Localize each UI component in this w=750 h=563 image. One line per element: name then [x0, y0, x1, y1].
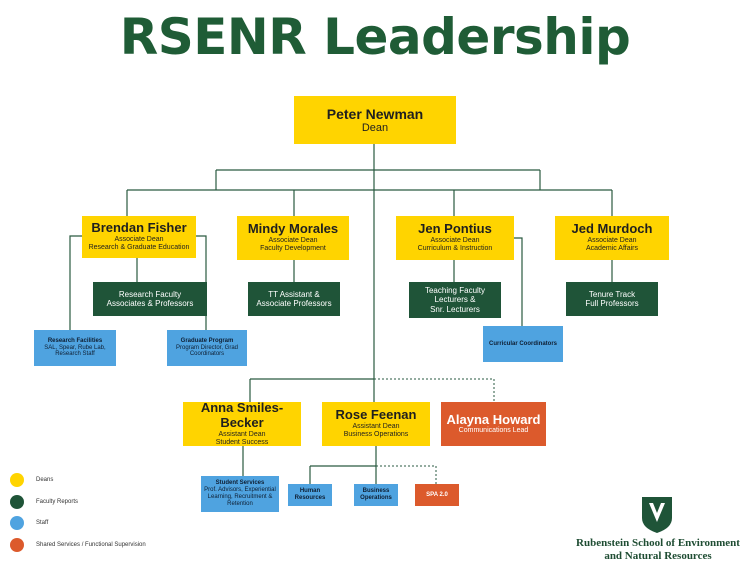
- institution-name: Rubenstein School of Environment and Nat…: [568, 537, 748, 562]
- staff-curricular-coordinators: Curricular Coordinators: [483, 326, 563, 362]
- legend-swatch: [10, 495, 24, 509]
- legend-swatch: [10, 516, 24, 530]
- staff-line: SAL, Spear, Rube Lab,: [44, 344, 106, 351]
- faculty-report-line: Tenure Track: [588, 289, 636, 299]
- faculty-report-line: Research Faculty: [118, 289, 182, 299]
- staff-line: Program Director, Grad: [175, 344, 239, 351]
- faculty-report-research: Research Faculty Associates & Professors: [93, 282, 207, 316]
- faculty-report-line: Full Professors: [585, 299, 639, 308]
- associate-dean-area: Research & Graduate Education: [88, 244, 190, 252]
- institution-line: Rubenstein School of Environment: [576, 537, 740, 549]
- staff-line: Human: [299, 488, 321, 495]
- faculty-report-line: Associates & Professors: [106, 299, 194, 308]
- staff-human-resources: Human Resources: [288, 484, 332, 506]
- associate-dean-title: Associate Dean: [587, 237, 637, 245]
- staff-line: Operations: [360, 495, 392, 501]
- associate-dean-murdoch: Jed Murdoch Associate Dean Academic Affa…: [555, 216, 669, 260]
- staff-line: Coordinators: [189, 351, 225, 358]
- staff-title: Graduate Program: [180, 337, 234, 344]
- associate-dean-name: Brendan Fisher: [91, 220, 187, 236]
- legend-item-faculty: Faculty Reports: [10, 495, 78, 509]
- legend-item-deans: Deans: [10, 473, 53, 487]
- associate-dean-morales: Mindy Morales Associate Dean Faculty Dev…: [237, 216, 349, 260]
- faculty-report-line: Teaching Faculty: [424, 286, 486, 296]
- staff-title: Student Services: [215, 480, 265, 487]
- assistant-dean-name: Anna Smiles-Becker: [200, 400, 284, 430]
- faculty-report-line: Snr. Lecturers: [430, 304, 480, 314]
- faculty-report-line: Associate Professors: [256, 299, 332, 308]
- faculty-report-teaching: Teaching Faculty Lecturers & Snr. Lectur…: [409, 282, 501, 318]
- associate-dean-area: Faculty Development: [260, 245, 326, 253]
- staff-line: Research Staff: [55, 351, 95, 358]
- assistant-dean-area: Student Success: [215, 438, 269, 446]
- shared-spa-label: SPA 2.0: [426, 491, 448, 498]
- legend-swatch: [10, 473, 24, 487]
- assistant-dean-smiles-becker: Anna Smiles-Becker Assistant Dean Studen…: [183, 400, 301, 446]
- legend-label: Shared Services / Functional Supervision: [36, 542, 146, 548]
- associate-dean-name: Jed Murdoch: [571, 221, 653, 237]
- associate-dean-area: Academic Affairs: [585, 245, 638, 253]
- associate-dean-name: Jen Pontius: [418, 221, 492, 237]
- legend-label: Faculty Reports: [36, 499, 79, 505]
- legend-item-staff: Staff: [10, 516, 48, 530]
- assistant-dean-title: Assistant Dean: [218, 430, 266, 438]
- associate-dean-area: Curriculum & Instruction: [417, 245, 493, 253]
- associate-dean-pontius: Jen Pontius Associate Dean Curriculum & …: [396, 216, 514, 260]
- shared-alayna-howard: Alayna Howard Communications Lead: [441, 402, 546, 446]
- staff-student-services: Student Services Prof. Advisors, Experie…: [201, 476, 279, 512]
- staff-title: Research Facilities: [47, 337, 103, 344]
- dean-name: Peter Newman: [326, 105, 424, 122]
- staff-title: Curricular Coordinators: [488, 340, 557, 347]
- legend-label: Deans: [36, 477, 54, 483]
- associate-dean-title: Associate Dean: [430, 237, 480, 245]
- faculty-report-line: Lecturers &: [434, 295, 476, 305]
- staff-graduate-program: Graduate Program Program Director, Grad …: [167, 330, 247, 366]
- assistant-dean-feenan: Rose Feenan Assistant Dean Business Oper…: [322, 402, 430, 446]
- dean-role: Dean: [361, 121, 389, 134]
- associate-dean-title: Associate Dean: [268, 237, 318, 245]
- staff-line: Learning, Recruitment &: [207, 494, 273, 500]
- legend-swatch: [10, 538, 24, 552]
- associate-dean-title: Associate Dean: [114, 236, 164, 244]
- staff-research-facilities: Research Facilities SAL, Spear, Rube Lab…: [34, 330, 116, 366]
- staff-business-operations: Business Operations: [354, 484, 398, 506]
- staff-line: Resources: [294, 495, 326, 501]
- faculty-report-tt: TT Assistant & Associate Professors: [248, 282, 340, 316]
- assistant-dean-name: Rose Feenan: [335, 407, 417, 423]
- page-title: RSENR Leadership: [119, 8, 631, 66]
- shared-spa: SPA 2.0: [415, 484, 459, 506]
- staff-line: Retention: [227, 500, 253, 507]
- dean-box: Peter Newman Dean: [294, 96, 456, 144]
- associate-dean-name: Mindy Morales: [247, 221, 339, 237]
- staff-line: Business: [362, 488, 390, 495]
- associate-dean-fisher: Brendan Fisher Associate Dean Research &…: [82, 216, 196, 258]
- uvm-logo-icon: [642, 497, 672, 533]
- legend-item-shared: Shared Services / Functional Supervision: [10, 538, 146, 552]
- shared-role: Communications Lead: [458, 427, 529, 435]
- legend-label: Staff: [36, 520, 49, 526]
- institution-line: and Natural Resources: [604, 549, 712, 562]
- faculty-report-tenure: Tenure Track Full Professors: [566, 282, 658, 316]
- assistant-dean-title: Assistant Dean: [352, 423, 400, 431]
- shared-name: Alayna Howard: [446, 411, 541, 427]
- assistant-dean-area: Business Operations: [343, 431, 409, 439]
- staff-line: Prof. Advisors, Experiential: [204, 487, 276, 494]
- faculty-report-line: TT Assistant &: [268, 289, 320, 299]
